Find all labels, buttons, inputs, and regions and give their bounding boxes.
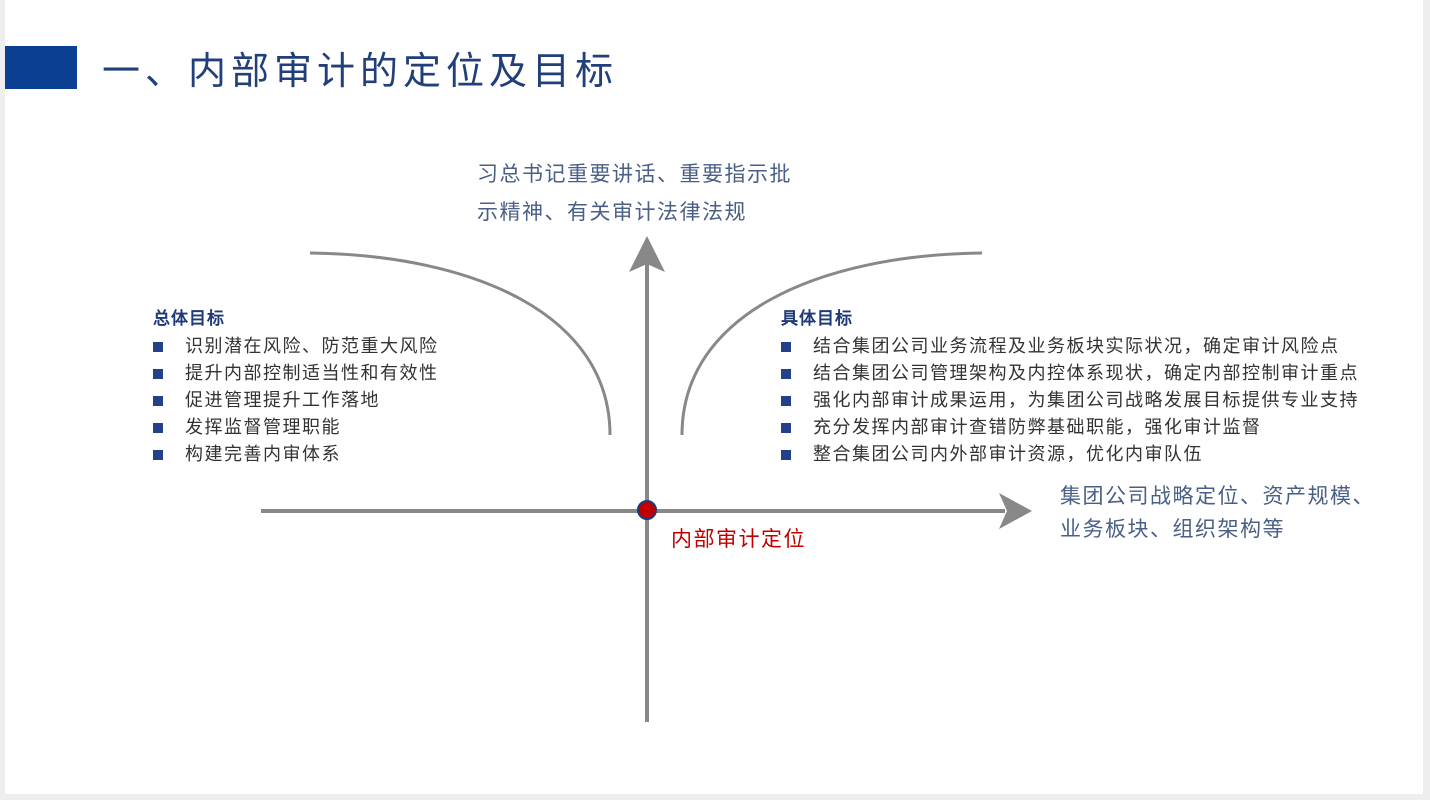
- square-bullet-icon: [781, 368, 791, 379]
- right-axis-label-line-1: 集团公司战略定位、资产规模、: [1060, 484, 1375, 508]
- title-accent-block: [5, 46, 77, 89]
- left-curve: [309, 251, 612, 436]
- square-bullet-icon: [781, 422, 791, 433]
- slide: 一、内部审计的定位及目标 习总书记重要讲话、重要指示批 示精神、有关审计法律法规…: [5, 0, 1423, 794]
- overall-goals-panel: 总体目标 识别潜在风险、防范重大风险 提升内部控制适当性和有效性 促进管理提升工…: [153, 306, 439, 468]
- square-bullet-icon: [781, 395, 791, 406]
- list-item-text: 结合集团公司业务流程及业务板块实际状况，确定审计风险点: [813, 336, 1340, 357]
- list-item: 提升内部控制适当性和有效性: [153, 360, 439, 387]
- right-curve: [680, 251, 983, 436]
- list-item-text: 充分发挥内部审计查错防弊基础职能，强化审计监督: [813, 417, 1262, 438]
- square-bullet-icon: [153, 368, 163, 379]
- list-item-text: 强化内部审计成果运用，为集团公司战略发展目标提供专业支持: [813, 390, 1359, 411]
- list-item: 促进管理提升工作落地: [153, 387, 439, 414]
- top-axis-label-line-2: 示精神、有关审计法律法规: [477, 200, 747, 224]
- list-item: 结合集团公司管理架构及内控体系现状，确定内部控制审计重点: [781, 360, 1359, 387]
- top-axis-label-line-1: 习总书记重要讲话、重要指示批: [477, 162, 792, 186]
- list-item-text: 识别潜在风险、防范重大风险: [185, 336, 439, 357]
- specific-goals-panel: 具体目标 结合集团公司业务流程及业务板块实际状况，确定审计风险点 结合集团公司管…: [781, 306, 1359, 468]
- list-item: 发挥监督管理职能: [153, 414, 439, 441]
- list-item-text: 促进管理提升工作落地: [185, 390, 380, 411]
- square-bullet-icon: [781, 449, 791, 460]
- list-item-text: 构建完善内审体系: [185, 444, 341, 465]
- right-axis-label-line-2: 业务板块、组织架构等: [1060, 517, 1285, 541]
- list-item-text: 结合集团公司管理架构及内控体系现状，确定内部控制审计重点: [813, 363, 1359, 384]
- overall-goals-list: 识别潜在风险、防范重大风险 提升内部控制适当性和有效性 促进管理提升工作落地 发…: [153, 333, 439, 468]
- list-item: 结合集团公司业务流程及业务板块实际状况，确定审计风险点: [781, 333, 1359, 360]
- specific-goals-title: 具体目标: [781, 309, 853, 329]
- square-bullet-icon: [153, 449, 163, 460]
- list-item-text: 发挥监督管理职能: [185, 417, 341, 438]
- right-axis-label: 集团公司战略定位、资产规模、 业务板块、组织架构等: [1060, 480, 1375, 546]
- overall-goals-title: 总体目标: [153, 309, 225, 329]
- list-item: 整合集团公司内外部审计资源，优化内审队伍: [781, 441, 1359, 468]
- positioning-diagram: [261, 236, 1032, 722]
- list-item-text: 整合集团公司内外部审计资源，优化内审队伍: [813, 444, 1203, 465]
- page-title: 一、内部审计的定位及目标: [102, 49, 619, 93]
- list-item-text: 提升内部控制适当性和有效性: [185, 363, 439, 384]
- square-bullet-icon: [153, 395, 163, 406]
- square-bullet-icon: [781, 341, 791, 352]
- center-dot: [637, 500, 657, 520]
- square-bullet-icon: [153, 341, 163, 352]
- square-bullet-icon: [153, 422, 163, 433]
- list-item: 充分发挥内部审计查错防弊基础职能，强化审计监督: [781, 414, 1359, 441]
- specific-goals-list: 结合集团公司业务流程及业务板块实际状况，确定审计风险点 结合集团公司管理架构及内…: [781, 333, 1359, 468]
- vertical-axis-arrowhead: [629, 236, 665, 272]
- horizontal-axis-arrowhead: [999, 493, 1032, 529]
- list-item: 识别潜在风险、防范重大风险: [153, 333, 439, 360]
- top-axis-label: 习总书记重要讲话、重要指示批 示精神、有关审计法律法规: [477, 155, 792, 231]
- list-item: 构建完善内审体系: [153, 441, 439, 468]
- list-item: 强化内部审计成果运用，为集团公司战略发展目标提供专业支持: [781, 387, 1359, 414]
- center-label: 内部审计定位: [671, 527, 806, 551]
